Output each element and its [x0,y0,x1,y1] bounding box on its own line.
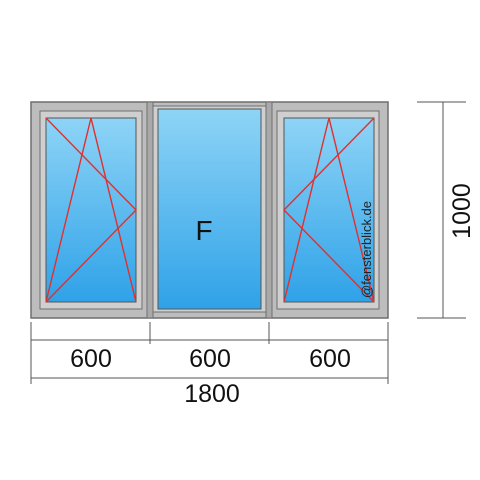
height-dimension-lines [417,101,466,319]
total-width-label: 1800 [184,380,240,408]
width-dimension-lines [30,322,389,384]
right-opening-lines [283,117,375,303]
left-opening-lines [45,117,137,303]
watermark-text: @fensterblick.de [359,201,374,298]
mullion-left [146,101,154,319]
height-label: 1000 [448,183,476,239]
left-glass [45,117,137,303]
mullion-right [265,101,273,319]
width-label-1: 600 [70,345,112,373]
right-glass [283,117,375,303]
width-label-2: 600 [189,345,231,373]
width-label-3: 600 [309,345,351,373]
middle-glass [157,108,262,310]
fixed-pane-label: F [195,215,212,246]
